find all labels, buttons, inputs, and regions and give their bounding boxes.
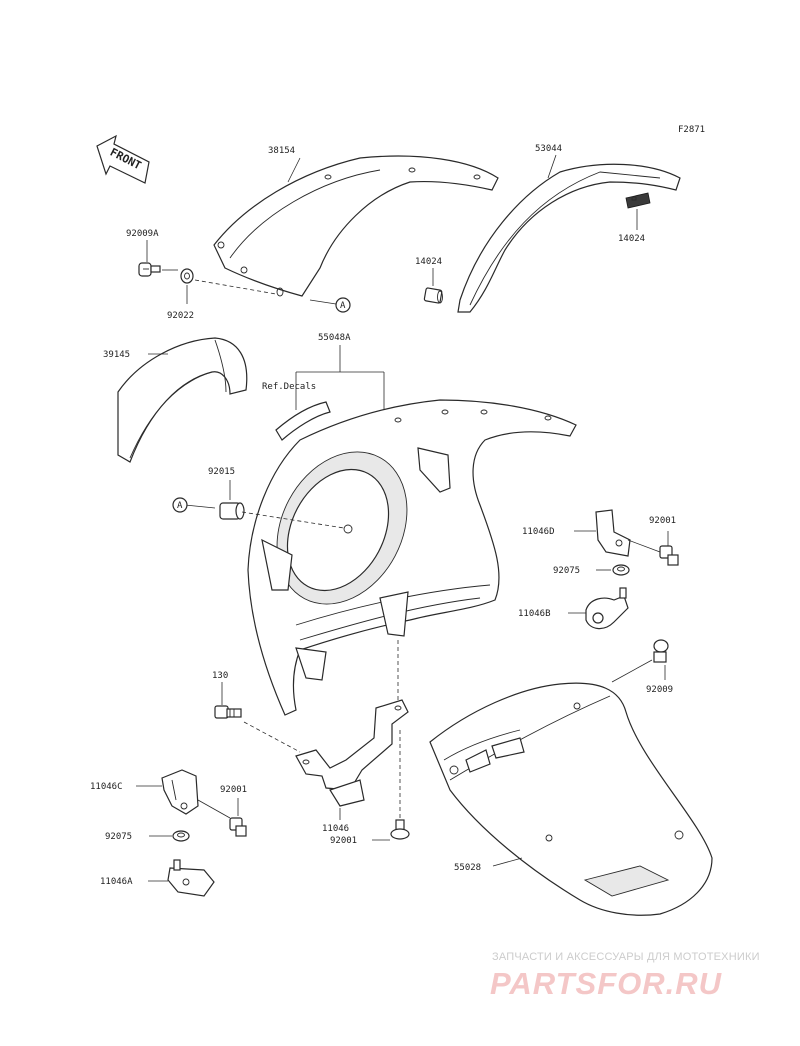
part-label-14024-lower: 14024 xyxy=(415,257,442,267)
damper-92075-right xyxy=(612,564,630,576)
front-arrow-icon: FRONT xyxy=(96,134,150,184)
part-label-39145: 39145 xyxy=(103,350,130,360)
figure-code: F2871 xyxy=(678,125,705,135)
bolt-92001-center xyxy=(390,730,410,840)
windshield-38154 xyxy=(213,155,499,297)
part-label-11046c: 11046C xyxy=(90,782,123,792)
part-label-92075-left: 92075 xyxy=(105,832,132,842)
part-label-55028: 55028 xyxy=(454,863,481,873)
watermark-logo: PARTSFOR.RU xyxy=(490,966,723,1001)
screw-92009a xyxy=(138,262,161,277)
part-label-11046d: 11046D xyxy=(522,527,555,537)
bracket-11046a xyxy=(167,859,215,897)
part-label-92015: 92015 xyxy=(208,467,235,477)
nut-92015 xyxy=(219,502,245,520)
part-label-92009: 92009 xyxy=(646,685,673,695)
bracket-11046d xyxy=(595,509,631,557)
cap-14024-upper xyxy=(625,192,651,209)
part-label-38154: 38154 xyxy=(268,146,295,156)
callout-a-lower: A xyxy=(177,501,183,511)
center-bracket-11046 xyxy=(295,699,409,807)
part-label-92001-right: 92001 xyxy=(649,516,676,526)
part-label-14024-upper: 14024 xyxy=(618,234,645,244)
bolt-92001-left xyxy=(197,799,247,837)
washer-92022 xyxy=(180,268,194,284)
part-label-11046: 11046 xyxy=(322,824,349,834)
bolt-130 xyxy=(214,705,242,719)
bracket-11046b xyxy=(585,587,629,630)
cap-14024-lower xyxy=(423,287,443,304)
ref-decals-label: Ref.Decals xyxy=(262,382,316,392)
part-label-130: 130 xyxy=(212,671,228,681)
part-label-92022: 92022 xyxy=(167,311,194,321)
bolt-92001-right xyxy=(627,539,679,566)
damper-92075-left xyxy=(172,830,190,842)
part-label-11046a: 11046A xyxy=(100,877,133,887)
inner-cover-39145 xyxy=(117,337,248,463)
part-label-53044: 53044 xyxy=(535,144,562,154)
callout-a-upper: A xyxy=(340,301,346,311)
screw-92009-right xyxy=(653,639,669,663)
upper-cowling-55048a xyxy=(247,399,577,716)
part-label-55048a: 55048A xyxy=(318,333,351,343)
part-label-92075-right: 92075 xyxy=(553,566,580,576)
part-label-92001-left-upper: 92001 xyxy=(220,785,247,795)
watermark-title: ЗАПЧАСТИ И АКСЕССУАРЫ ДЛЯ МОТОТЕХНИКИ xyxy=(492,951,760,963)
lower-cowling-55028 xyxy=(429,682,713,916)
part-label-92001-center: 92001 xyxy=(330,836,357,846)
part-label-11046b: 11046B xyxy=(518,609,551,619)
bracket-11046c xyxy=(161,769,199,815)
part-label-92009a: 92009A xyxy=(126,229,159,239)
molding-53044 xyxy=(457,163,681,313)
